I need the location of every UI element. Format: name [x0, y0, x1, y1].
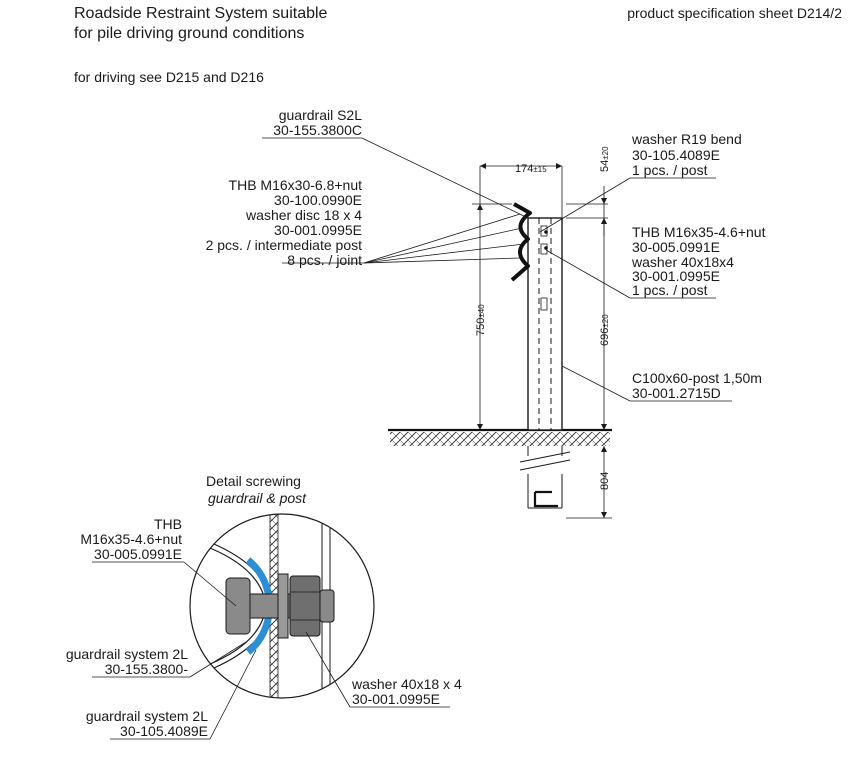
- dimension-696: 696±20: [599, 218, 611, 430]
- post-code: 30-001.2715D: [632, 385, 721, 401]
- guardrail-profile: [510, 202, 548, 282]
- detail-gr-a-code: 30-155.3800-: [105, 661, 189, 677]
- detail-washer-code: 30-001.0995E: [352, 691, 440, 707]
- nut: [289, 575, 321, 637]
- thb-m16x35-washer-code: 30-001.0995E: [632, 268, 720, 284]
- thb-m16x30-line6: 8 pcs. / joint: [287, 252, 362, 268]
- thb-m16x30-line5: 2 pcs. / intermediate post: [206, 237, 363, 253]
- dim-696: 696±20: [599, 314, 611, 346]
- callout-thb-m16x35: THB M16x35-4.6+nut 30-005.0991E washer 4…: [545, 224, 766, 299]
- detail-callout-gr-b: guardrail system 2L 30-105.4089E: [86, 649, 257, 740]
- detail-washer-name: washer 40x18 x 4: [351, 676, 462, 692]
- thb-m16x35-name: THB M16x35-4.6+nut: [632, 224, 766, 240]
- detail-thb-line3: 30-005.0991E: [94, 546, 182, 562]
- callout-washer-r19: washer R19 bend 30-105.4089E 1 pcs. / po…: [539, 131, 742, 233]
- thb-m16x35-qty: 1 pcs. / post: [632, 282, 708, 298]
- thb-m16x30-line1: THB M16x30-6.8+nut: [229, 177, 363, 193]
- detail-callout-gr-a: guardrail system 2L 30-155.3800-: [66, 641, 247, 678]
- guardrail-s2l-code: 30-155.3800C: [273, 122, 362, 138]
- title-line-2: for pile driving ground conditions: [74, 25, 304, 42]
- dim-174: 174±15: [515, 163, 547, 175]
- detail-gr-b-name: guardrail system 2L: [86, 708, 208, 724]
- thb-m16x30-line3: washer disc 18 x 4: [245, 207, 362, 223]
- dim-804: 804: [599, 472, 611, 490]
- washer-r19-code: 30-105.4089E: [632, 147, 720, 163]
- post: [527, 217, 563, 431]
- dim-750: 750±40: [475, 304, 487, 336]
- sheet-reference: product specification sheet D214/2: [627, 5, 842, 21]
- detail-thb-line1: THB: [154, 516, 182, 532]
- thb-m16x35-code: 30-005.0991E: [632, 239, 720, 255]
- washer-r19-qty: 1 pcs. / post: [632, 162, 708, 178]
- detail-circle: [189, 513, 375, 699]
- detail-thb-line2: M16x35-4.6+nut: [80, 531, 182, 547]
- washer-r19-name: washer R19 bend: [631, 131, 742, 147]
- detail-callout-washer: washer 40x18 x 4 30-001.0995E: [305, 631, 462, 708]
- detail-gr-b-code: 30-105.4089E: [120, 723, 208, 739]
- detail-subtitle: guardrail & post: [208, 490, 307, 506]
- dimension-804: 804: [566, 446, 612, 519]
- post-name: C100x60-post 1,50m: [632, 370, 762, 386]
- post-embedded: [519, 446, 571, 509]
- detail-title: Detail screwing: [206, 473, 301, 489]
- title-line-1: Roadside Restraint System suitable: [74, 5, 328, 22]
- bolt-head: [225, 577, 251, 635]
- ground: [388, 428, 612, 446]
- thb-m16x30-line4: 30-001.0995E: [274, 222, 362, 238]
- driving-note: for driving see D215 and D216: [74, 69, 264, 85]
- dim-54: 54±20: [599, 146, 611, 172]
- dimension-width: 174±15: [479, 163, 563, 218]
- flat-washer: [277, 573, 289, 639]
- callout-guardrail-s2l: guardrail S2L 30-155.3800C: [262, 107, 529, 219]
- thb-m16x35-washer: washer 40x18x4: [631, 254, 734, 270]
- callout-post: C100x60-post 1,50m 30-001.2715D: [561, 365, 762, 402]
- detail-callout-thb: THB M16x35-4.6+nut 30-005.0991E: [80, 516, 237, 607]
- callout-thb-m16x30: THB M16x30-6.8+nut 30-100.0990E washer d…: [206, 177, 525, 268]
- detail-gr-a-name: guardrail system 2L: [66, 646, 188, 662]
- dimension-750: 750±40: [472, 203, 512, 430]
- thb-m16x30-line2: 30-100.0990E: [274, 192, 362, 208]
- guardrail-s2l-name: guardrail S2L: [279, 107, 362, 123]
